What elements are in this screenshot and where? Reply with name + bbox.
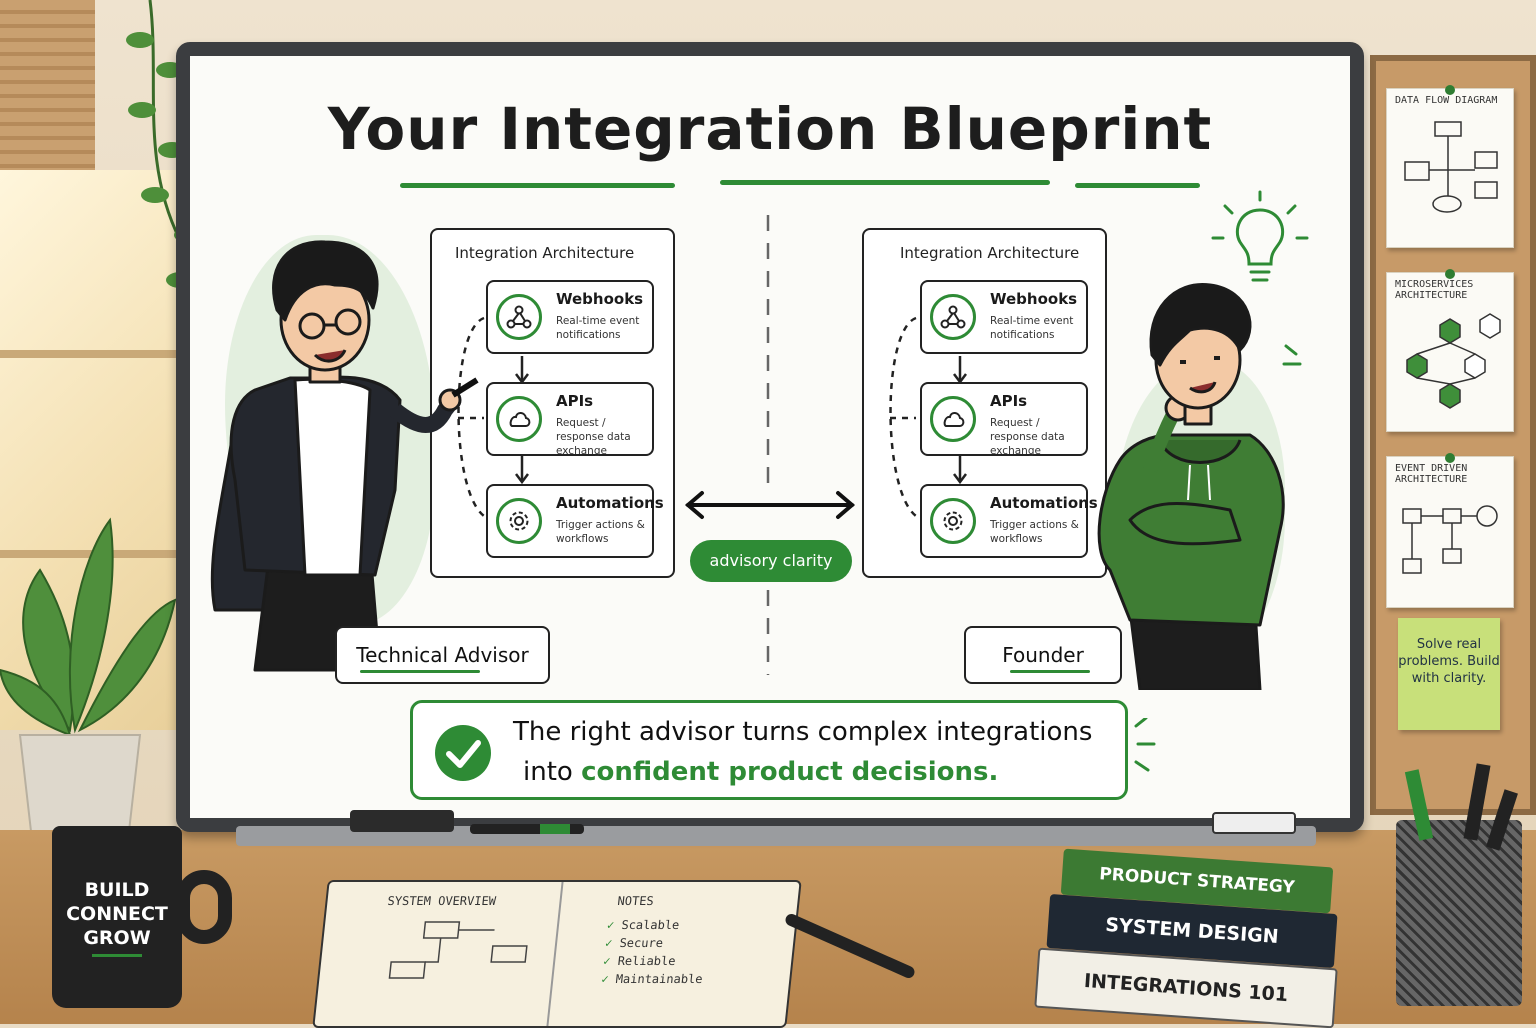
- technical-advisor-label: Technical Advisor: [335, 626, 550, 684]
- microservices-card: MICROSERVICES ARCHITECTURE: [1386, 269, 1514, 432]
- title-underline: [1075, 183, 1200, 188]
- right-panel-title: Integration Architecture: [900, 244, 1080, 262]
- node-title: APIs: [556, 392, 594, 410]
- node-title: APIs: [990, 392, 1028, 410]
- webhook-icon: [940, 305, 966, 329]
- card-title: EVENT DRIVEN ARCHITECTURE: [1395, 463, 1468, 485]
- board-title: Your Integration Blueprint: [327, 95, 1213, 163]
- callout-prefix: into: [523, 757, 573, 787]
- notebook-left-heading: SYSTEM OVERVIEW: [386, 894, 497, 908]
- left-panel-title: Integration Architecture: [455, 244, 635, 262]
- checkmark-icon: [435, 725, 491, 781]
- role-underline: [360, 670, 480, 673]
- notebook-sketch-icon: [388, 921, 528, 979]
- lightbulb-icon: [1211, 190, 1309, 282]
- event-diagram-icon: [1402, 505, 1498, 574]
- mug: BUILD CONNECT GROW: [52, 826, 232, 1008]
- card-title: DATA FLOW DIAGRAM: [1395, 95, 1498, 106]
- green-marker-cap-icon: [540, 824, 570, 834]
- sticky-note: Solve real problems. Build with clarity.: [1398, 618, 1500, 730]
- node-title: Automations: [556, 494, 664, 512]
- right-node-webhooks: Webhooks Real-time event notifications: [920, 280, 1088, 354]
- node-title: Webhooks: [556, 290, 644, 308]
- flow-diagram-icon: [1404, 121, 1498, 213]
- mug-text: CONNECT: [66, 903, 168, 925]
- marker-icon: [470, 824, 584, 834]
- technical-advisor-figure: [210, 240, 479, 672]
- notebook-notes: ✓ Scalable ✓ Secure ✓ Reliable ✓ Maintai…: [600, 916, 709, 988]
- data-flow-card: DATA FLOW DIAGRAM: [1386, 85, 1514, 248]
- double-arrow-icon: [684, 491, 856, 519]
- left-node-webhooks: Webhooks Real-time event notifications: [486, 280, 654, 354]
- advisory-clarity-pill: advisory clarity: [690, 540, 852, 582]
- role-underline: [1010, 670, 1090, 673]
- hexagon-diagram-icon: [1406, 313, 1501, 409]
- center-divider: [766, 215, 770, 675]
- notebook-right-heading: NOTES: [616, 894, 655, 908]
- window-blinds: [0, 0, 95, 170]
- cloud-icon: [943, 412, 965, 427]
- callout-line-2: into confident product decisions.: [523, 757, 998, 787]
- node-desc: Real-time event notifications: [990, 315, 1074, 341]
- gear-icon: [509, 511, 529, 531]
- cloud-icon: [509, 412, 531, 427]
- callout-line-1: The right advisor turns complex integrat…: [513, 717, 1093, 747]
- thought-marks-icon: [1282, 344, 1302, 366]
- node-desc: Request / response data exchange: [990, 417, 1065, 457]
- mug-text: GROW: [83, 927, 151, 949]
- founder-figure: [1097, 282, 1285, 690]
- right-node-automations: Automations Trigger actions & workflows: [920, 484, 1098, 558]
- title-underline: [400, 183, 675, 188]
- webhook-icon: [506, 305, 532, 329]
- event-driven-card: EVENT DRIVEN ARCHITECTURE: [1386, 453, 1514, 608]
- note-item: ✓ Maintainable: [600, 972, 704, 986]
- key-message-callout: The right advisor turns complex integrat…: [410, 700, 1128, 800]
- note-item: ✓ Secure: [604, 936, 664, 950]
- mug-handle: [176, 870, 232, 944]
- node-title: Automations: [990, 494, 1098, 512]
- node-desc: Real-time event notifications: [556, 315, 640, 341]
- node-desc: Request / response data exchange: [556, 417, 631, 457]
- node-desc: Trigger actions & workflows: [556, 519, 645, 545]
- emphasis-marks-icon: [1134, 718, 1156, 772]
- left-node-automations: Automations Trigger actions & workflows: [486, 484, 664, 558]
- pen-cup: [1396, 820, 1522, 1006]
- notebook: SYSTEM OVERVIEW NOTES ✓ Scalable ✓ Secur…: [312, 880, 802, 1028]
- marker-icon: [1212, 812, 1296, 834]
- mug-text: BUILD: [84, 879, 150, 901]
- potted-plant-icon: [0, 517, 177, 841]
- eraser-icon: [350, 810, 454, 832]
- node-title: Webhooks: [990, 290, 1078, 308]
- node-desc: Trigger actions & workflows: [990, 519, 1079, 545]
- note-item: ✓ Scalable: [606, 918, 681, 932]
- right-node-apis: APIs Request / response data exchange: [920, 382, 1088, 457]
- founder-label: Founder: [964, 626, 1122, 684]
- title-underline: [720, 180, 1050, 185]
- left-node-apis: APIs Request / response data exchange: [486, 382, 654, 457]
- card-title: MICROSERVICES ARCHITECTURE: [1395, 279, 1474, 301]
- gear-icon: [943, 511, 963, 531]
- callout-highlight: confident product decisions.: [581, 757, 999, 787]
- note-item: ✓ Reliable: [602, 954, 677, 968]
